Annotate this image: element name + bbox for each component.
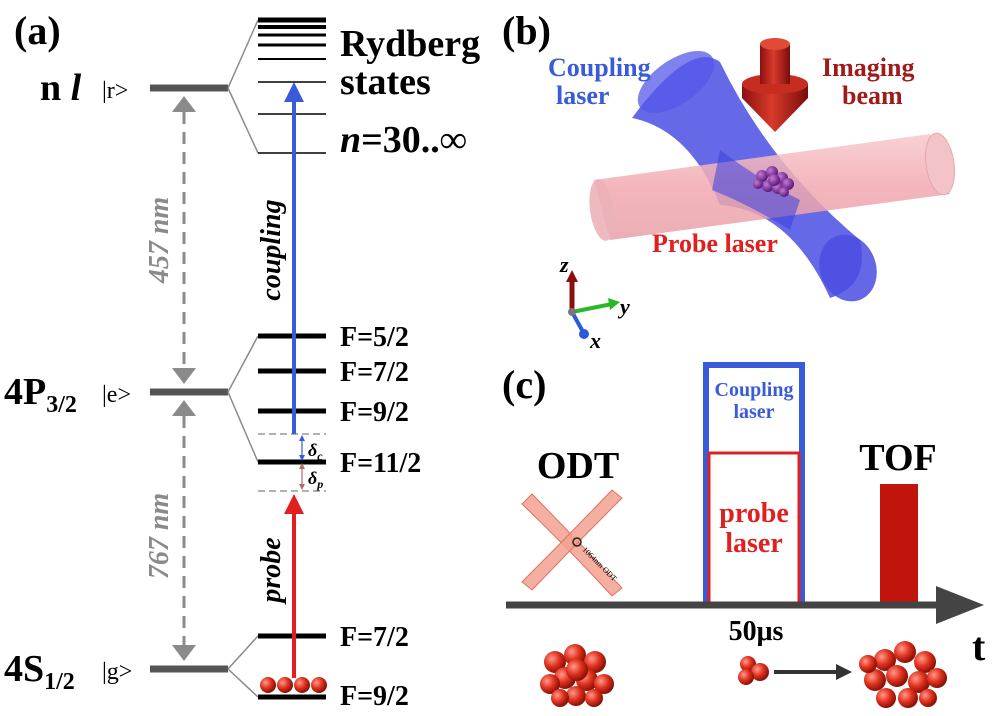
imaging-beam-icon xyxy=(742,38,808,132)
tof-label: TOF xyxy=(859,437,936,479)
level-r-label: n xyxy=(40,67,71,109)
odt-label: ODT xyxy=(537,445,619,487)
imaging-label: Imaging xyxy=(822,53,914,82)
panel-a-label: (a) xyxy=(14,8,61,53)
svg-text:4P3/2: 4P3/2 xyxy=(4,371,77,418)
pulse-coupling-label-2: laser xyxy=(733,401,774,423)
coupling-beam-top xyxy=(637,50,715,114)
imaging-label-2: beam xyxy=(842,81,903,110)
hyperfine-g-2: F=9/2 xyxy=(340,681,409,712)
svg-text:δc: δc xyxy=(308,440,323,463)
pulse-coupling-label: Coupling xyxy=(715,379,794,401)
hyperfine-e-4: F=11/2 xyxy=(340,448,421,479)
rydberg-levels xyxy=(258,17,326,154)
n-symbol: n xyxy=(340,119,361,161)
level-g-ket: |g> xyxy=(102,659,132,685)
svg-text:n l: n l xyxy=(40,67,82,109)
level-e-sub: 3/2 xyxy=(46,392,77,418)
coupling-arrow xyxy=(284,82,304,434)
delta-c: δ xyxy=(308,440,317,460)
atom-cluster-right xyxy=(859,641,947,708)
hyperfine-e-3: F=9/2 xyxy=(340,397,409,428)
delta-p-sub: p xyxy=(316,477,323,491)
coupling-beam-bottom xyxy=(819,234,877,302)
atom-cluster-left xyxy=(540,644,614,707)
time-axis-arrowhead xyxy=(936,586,984,624)
n-range: =30..∞ xyxy=(361,119,467,161)
level-g-label: 4S xyxy=(4,648,44,690)
level-e-ket: |e> xyxy=(102,382,131,408)
level-r-l: l xyxy=(71,67,82,109)
atom-cloud xyxy=(753,166,794,197)
wavelength-arrow-upper xyxy=(172,96,196,384)
svg-text:4S1/2: 4S1/2 xyxy=(4,648,75,695)
probe-text: probe xyxy=(256,537,287,604)
svg-text:δp: δp xyxy=(308,468,323,491)
probe-laser-label: Probe laser xyxy=(652,229,778,258)
axis-x: x xyxy=(589,328,601,353)
rydberg-label: Rydberg xyxy=(340,23,480,65)
svg-text:n=30..∞: n=30..∞ xyxy=(340,119,467,161)
probe-arrow xyxy=(284,494,304,678)
level-e-label: 4P xyxy=(4,371,46,413)
pulse-probe-label: probe xyxy=(719,498,789,529)
level-r-ket: |r> xyxy=(102,78,128,104)
hyperfine-e-2: F=7/2 xyxy=(340,357,409,388)
ground-atoms xyxy=(260,677,327,693)
rydberg-label-2: states xyxy=(340,61,431,103)
coupling-label: Coupling xyxy=(548,53,651,82)
panel-c-label: (c) xyxy=(502,362,546,407)
delta-c-sub: c xyxy=(317,449,323,463)
coupling-label-2: laser xyxy=(556,81,609,110)
axis-y: y xyxy=(617,294,630,319)
duration-label: 50μs xyxy=(729,616,784,647)
delta-p-arrow xyxy=(299,463,305,490)
axis-z: z xyxy=(559,252,569,277)
pulse-probe-label-2: laser xyxy=(725,528,783,559)
tof-pulse xyxy=(880,484,918,605)
hyperfine-e-1: F=5/2 xyxy=(340,322,409,353)
time-label: t xyxy=(972,624,986,669)
delta-c-arrow xyxy=(299,435,305,461)
axes-icon xyxy=(566,270,620,339)
odt-beams xyxy=(521,489,623,597)
odt-focus xyxy=(572,537,582,547)
wavelength-upper: 457 nm xyxy=(144,197,175,284)
coupling-text: coupling xyxy=(256,199,287,300)
level-g-sub: 1/2 xyxy=(44,669,75,695)
atom-cluster-small xyxy=(738,656,769,685)
delta-p: δ xyxy=(308,468,317,488)
panel-b-label: (b) xyxy=(502,8,551,53)
wavelength-arrow-lower xyxy=(172,400,196,661)
hyperfine-g-1: F=7/2 xyxy=(340,622,409,653)
fan-lines xyxy=(227,19,259,698)
wavelength-lower: 767 nm xyxy=(144,493,175,579)
expansion-arrow xyxy=(774,664,852,680)
coupling-beam-front xyxy=(712,150,800,230)
